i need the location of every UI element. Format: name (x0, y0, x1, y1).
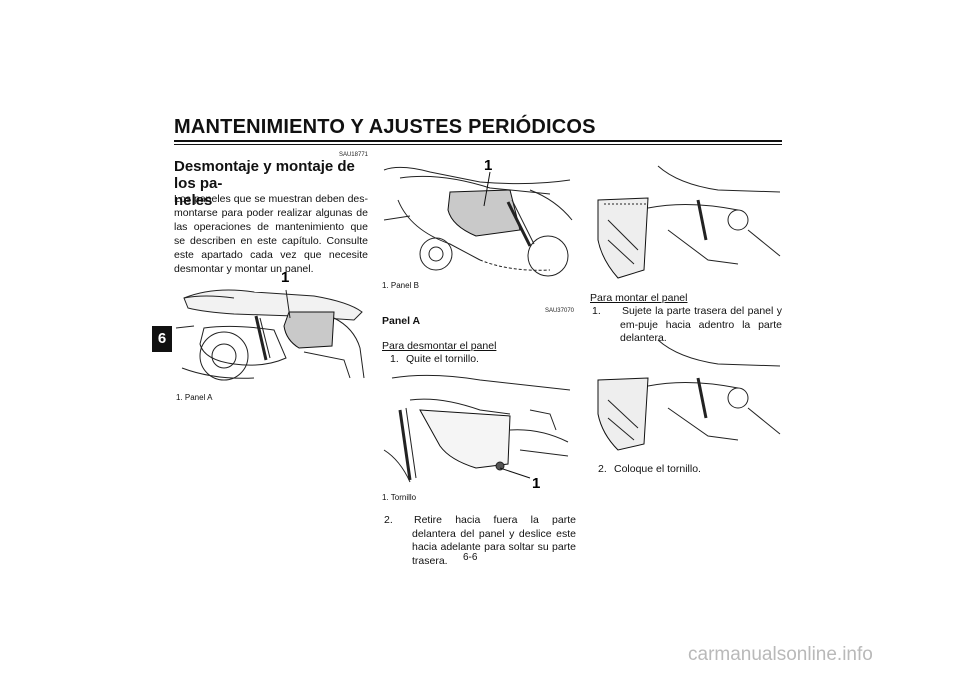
step-number: 1. (592, 305, 601, 317)
step-number: 1. (390, 353, 399, 365)
step-text: Retire hacia fuera la parte delantera de… (412, 514, 576, 567)
figure-caption-panel-b: 1. Panel B (382, 281, 419, 290)
remove-step-2: 2. Retire hacia fuera la parte delantera … (384, 514, 576, 568)
callout-1: 1 (281, 269, 289, 286)
figure-install-rear (597, 165, 781, 279)
step-number: 2. (598, 463, 607, 475)
watermark: carmanualsonline.info (688, 644, 873, 665)
step-text: Sujete la parte trasera del panel y em-p… (620, 305, 782, 344)
step-text: Coloque el tornillo. (614, 463, 701, 475)
install-step-1: 1. Sujete la parte trasera del panel y em… (592, 305, 782, 346)
figure-tornillo: 1 (383, 374, 571, 490)
install-step-2: 2. Coloque el tornillo. (598, 463, 782, 477)
subheading-remove: Para desmontar el panel (382, 340, 497, 352)
figure-panel-b: 1 (383, 160, 573, 277)
page-number: 6-6 (463, 552, 478, 563)
remove-step-1: 1. Quite el tornillo. (390, 353, 576, 367)
page-header-title: MANTENIMIENTO Y AJUSTES PERIÓDICOS (174, 116, 596, 138)
section-code: SAU18771 (338, 152, 368, 158)
section-code-2: SAU37070 (544, 308, 574, 314)
section-title-line1: Desmontaje y montaje de los pa- (174, 158, 355, 192)
callout-1-tornillo: 1 (532, 475, 540, 490)
step-text: Quite el tornillo. (406, 353, 479, 365)
panel-heading: Panel A (382, 315, 421, 327)
subheading-install: Para montar el panel (590, 292, 688, 304)
section-title: Desmontaje y montaje de los pa- neles (174, 158, 374, 209)
header-rule (174, 140, 782, 142)
figure-panel-a: 1 (175, 269, 365, 381)
section-title-line2: neles (174, 192, 213, 209)
figure-caption-panel-a: 1. Panel A (176, 393, 213, 402)
callout-1-panel-b: 1 (484, 160, 492, 174)
intro-paragraph: Los paneles que se muestran deben des-mo… (174, 193, 368, 275)
header-rule-thin (174, 144, 782, 145)
step-number: 2. (384, 514, 393, 526)
chapter-tab: 6 (152, 326, 172, 352)
figure-caption-tornillo: 1. Tornillo (382, 493, 417, 502)
figure-install-front (597, 339, 781, 451)
